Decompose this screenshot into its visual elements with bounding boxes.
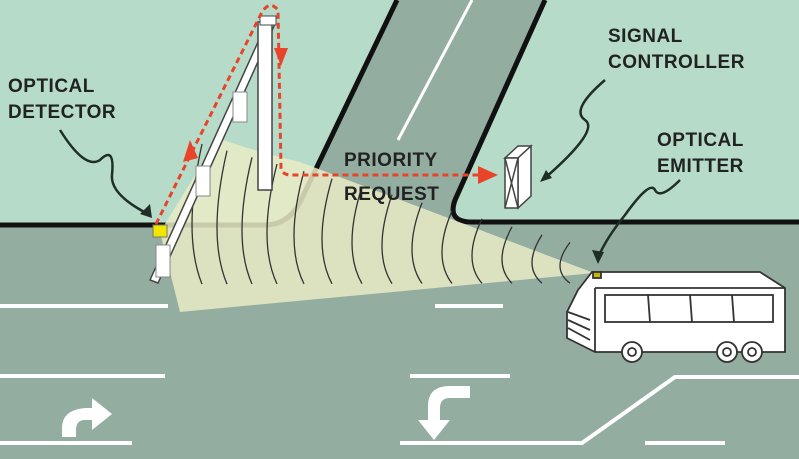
label-optical-emitter-1: OPTICAL <box>657 130 744 151</box>
arrow-up-head <box>183 140 198 162</box>
beam-wave-arc <box>441 210 453 284</box>
beam-wave-arc <box>266 163 278 285</box>
beam-wave-arc <box>191 143 203 285</box>
label-priority-request-1: PRIORITY <box>344 150 438 171</box>
turn-left-arrow <box>418 386 470 440</box>
beam-wave-arc <box>471 218 483 284</box>
beam-wave-arc <box>531 234 543 284</box>
beam-wave-arc <box>559 241 571 284</box>
beam-wave-arc <box>351 186 363 285</box>
bus <box>566 271 786 363</box>
label-signal-controller-2: CONTROLLER <box>608 52 745 73</box>
traffic-signal-mast <box>148 15 277 284</box>
beam-waves <box>191 143 571 285</box>
signal-controller-box <box>503 144 533 210</box>
arrow-right-head <box>478 166 498 184</box>
priority-signal-path <box>154 4 480 225</box>
beam-wave-arc <box>501 226 513 284</box>
road-edge-right <box>450 0 799 225</box>
optical-detector-device <box>152 224 168 238</box>
label-optical-emitter-2: EMITTER <box>657 156 744 177</box>
optical-emitter-device <box>592 271 602 279</box>
beam-wave-arc <box>321 178 333 285</box>
beam-wave-arc <box>241 157 253 285</box>
label-optical-detector-1: OPTICAL <box>8 76 95 97</box>
label-priority-request-2: REQUEST <box>344 184 439 205</box>
lane-markings <box>0 304 799 445</box>
beam-wave-arc <box>411 202 423 284</box>
arrow-down-head <box>274 48 288 66</box>
turn-right-arrow <box>62 398 112 437</box>
label-signal-controller-1: SIGNAL <box>608 26 683 47</box>
beam-wave-arc <box>293 171 305 285</box>
beam-wave-arc <box>381 194 393 284</box>
land-right <box>455 0 799 222</box>
beam-wave-arc <box>216 150 228 285</box>
callout-arrows <box>58 79 681 259</box>
road-center-line <box>396 0 474 141</box>
label-optical-detector-2: DETECTOR <box>8 102 116 123</box>
